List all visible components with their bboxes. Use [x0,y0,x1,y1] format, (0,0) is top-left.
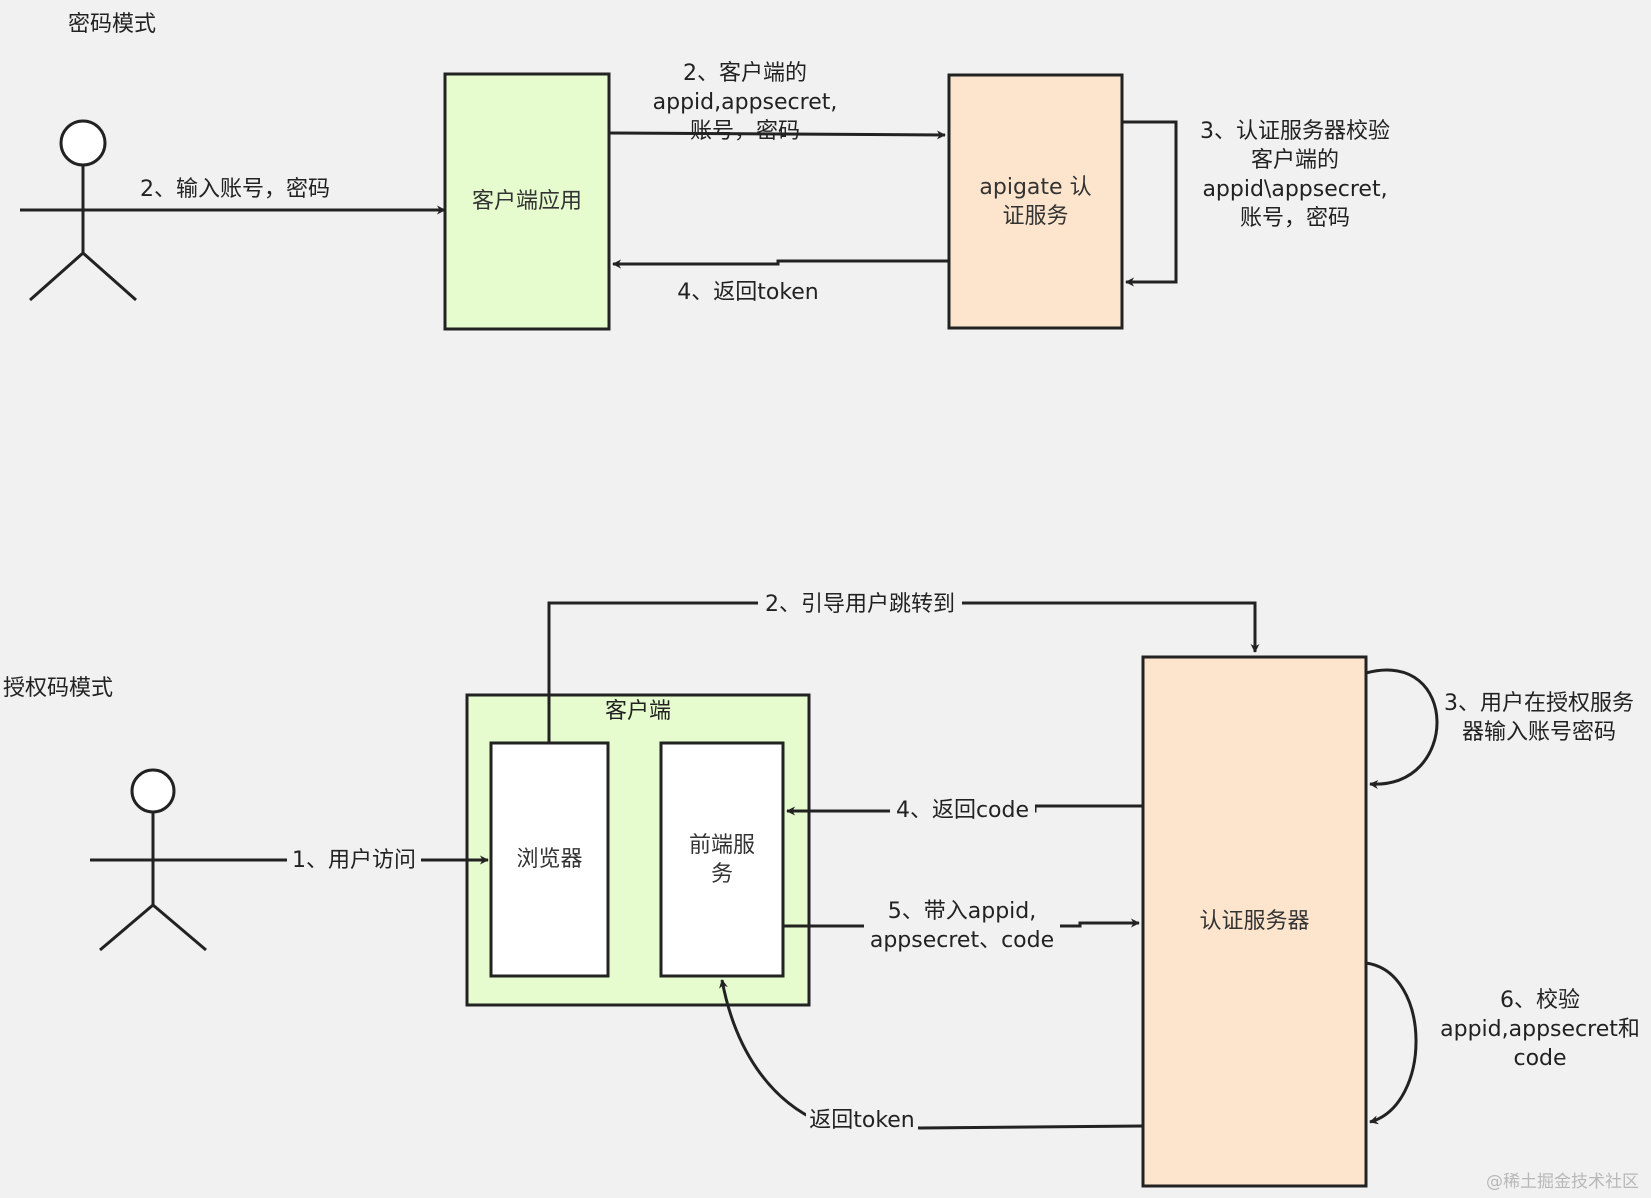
browser-label: 浏览器 [516,847,583,872]
edge-send-label: 2、客户端的 appid,appsecret, 账号，密码 [652,61,838,144]
user-actor-icon [20,119,146,302]
edge-redirect-label: 2、引导用户跳转到 [758,590,962,619]
client-app-label: 客户端应用 [471,189,582,214]
edge-return-label: 4、返回token [677,280,819,305]
edge-return-line [612,259,949,269]
edge-verify-label: 3、认证服务器校验 客户端的 appid\appsecret, 账号，密码 [1200,119,1390,231]
password-mode-title: 密码模式 [68,12,157,37]
edge-token-label: 返回token [806,1106,918,1135]
edge-send-line [608,130,946,140]
edge-validate-label: 6、校验 appid,appsecret和 code [1440,988,1640,1071]
edge-input-label: 2、输入账号，密码 [130,175,340,204]
edge-login-label: 3、用户在授权服务 器输入账号密码 [1444,691,1634,745]
frontend-service-box [659,741,785,978]
auth-service-box [947,73,1124,330]
edge-verify-line [1122,120,1178,287]
browser-box [489,741,610,978]
edge-validate-line [1365,961,1418,1125]
edge-exchange-label: 5、带入appid, appsecret、code [864,897,1060,955]
user-actor-icon [90,768,216,952]
watermark: @稀土掘金技术社区 [1486,1172,1639,1192]
auth-server-label: 认证服务器 [1199,909,1310,934]
client-group-label: 客户端 [604,699,671,724]
auth-server-box [1141,655,1368,1188]
edge-visit-label: 1、用户访问 [287,846,421,875]
frontend-service-label: 前端服 务 [688,832,755,887]
auth-code-mode-title: 授权码模式 [3,676,114,701]
edge-login-line [1365,668,1439,790]
auth-service-label: apigate 认 证服务 [979,174,1092,229]
client-app-box [443,72,611,331]
edge-code-label: 4、返回code [890,796,1035,825]
